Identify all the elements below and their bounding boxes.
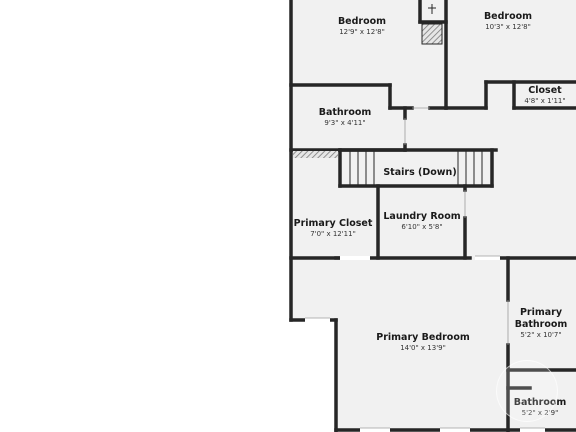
opening-thin-lines	[305, 107, 545, 429]
stairs-label: Stairs (Down)	[383, 160, 456, 179]
room-dimensions: 4'8" x 1'11"	[524, 97, 566, 105]
stair-treads	[349, 151, 483, 185]
room-name: Bedroom	[337, 16, 387, 27]
door-swing-icon	[428, 4, 436, 14]
room-label-primary-bathroom: Primary Bathroom 5'2" x 10'7"	[511, 307, 571, 340]
room-label-primary-closet: Primary Closet 7'0" x 12'11"	[294, 218, 373, 239]
room-name: Laundry Room	[383, 211, 461, 222]
room-name: Primary Bathroom	[514, 307, 568, 330]
room-dimensions: 14'0" x 13'9"	[400, 344, 446, 352]
room-label-bathroom: Bathroom 9'3" x 4'11"	[319, 107, 372, 128]
room-label-bedroom-a: Bedroom 12'9" x 12'8"	[338, 16, 386, 37]
openings	[305, 256, 545, 432]
room-label-bedroom-b: Bedroom 10'3" x 12'8"	[484, 11, 532, 32]
room-name: Closet	[528, 85, 562, 96]
room-dimensions: 5'2" x 10'7"	[520, 331, 562, 339]
room-dimensions: 12'9" x 12'8"	[339, 28, 385, 36]
bath-vanity-hatch	[293, 151, 338, 158]
room-name: Primary Bedroom	[376, 332, 470, 343]
room-dimensions: 9'3" x 4'11"	[324, 119, 366, 127]
stairs-name: Stairs (Down)	[383, 167, 457, 178]
closet-shelf-hatch	[421, 23, 443, 45]
room-label-closet: Closet 4'8" x 1'11"	[524, 85, 565, 106]
room-dimensions: 6'10" x 5'8"	[401, 223, 443, 231]
room-name: Primary Closet	[293, 218, 373, 229]
floor-area	[291, 0, 576, 432]
room-dimensions: 7'0" x 12'11"	[310, 230, 356, 238]
room-label-primary-bedroom: Primary Bedroom 14'0" x 13'9"	[376, 332, 470, 353]
room-name: Bathroom	[318, 107, 372, 118]
room-name: Bedroom	[483, 11, 533, 22]
room-label-laundry: Laundry Room 6'10" x 5'8"	[383, 211, 460, 232]
room-dimensions: 10'3" x 12'8"	[485, 23, 531, 31]
watermark-logo	[496, 360, 558, 422]
